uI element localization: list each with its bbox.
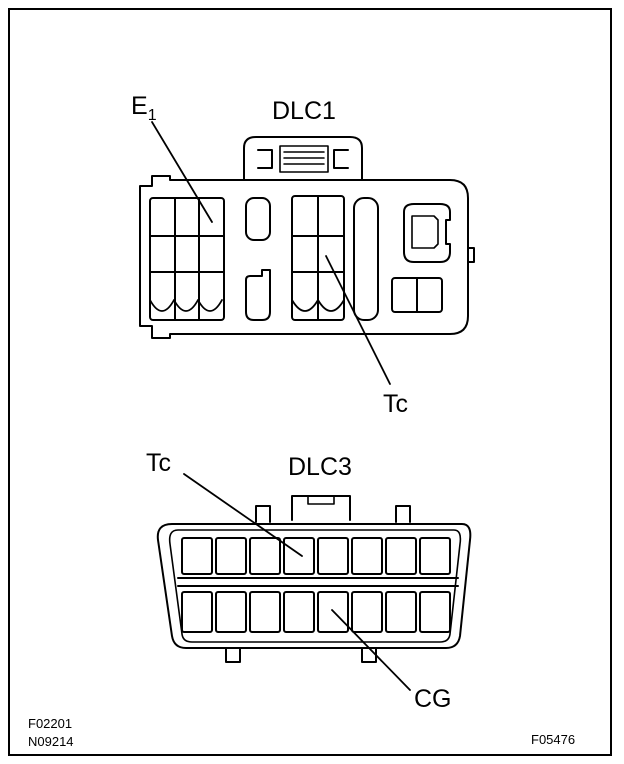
dlc3-tab-right: [395, 505, 411, 523]
dlc3-tab-bottom-left: [225, 647, 241, 663]
dlc1-body: [139, 175, 469, 339]
dlc3-pin-row-top: [181, 537, 451, 575]
dlc3-tab-left: [255, 505, 271, 523]
figure-code-left-2: N09214: [28, 734, 74, 749]
label-tc-dlc1: Tc: [383, 390, 408, 418]
dlc1-latch: [243, 136, 363, 181]
label-cg: CG: [414, 685, 452, 713]
figure-code-left-1: F02201: [28, 716, 73, 731]
dlc3-title: DLC3: [288, 453, 352, 481]
figure-code-right: F05476: [531, 732, 576, 747]
leader-e1: [151, 121, 213, 223]
dlc3-tab-center: [291, 495, 351, 521]
dlc1-pin-mid-bottom: [245, 269, 271, 321]
dlc1-pin-block-left: [149, 197, 225, 321]
figure-frame: [8, 8, 612, 756]
dlc1-title: DLC1: [272, 97, 336, 125]
dlc1-pin-mid-top: [245, 197, 271, 241]
dlc1-pin-right-tall: [353, 197, 379, 321]
dlc1-pin-block-center: [291, 195, 345, 321]
label-e1-subscript: 1: [147, 107, 157, 124]
leader-cg: [331, 609, 411, 691]
leader-tc-dlc1: [325, 255, 391, 385]
label-e1: E1: [131, 92, 157, 124]
dlc3-body: [156, 523, 472, 649]
leader-tc-dlc3: [183, 473, 303, 557]
dlc1-connector: [139, 136, 475, 339]
label-tc-dlc3: Tc: [146, 449, 171, 477]
dlc1-socket: [403, 203, 451, 263]
dlc3-tab-bottom-right: [361, 647, 377, 663]
dlc3-pin-row-bottom: [181, 591, 451, 633]
dlc3-connector: [156, 495, 472, 663]
